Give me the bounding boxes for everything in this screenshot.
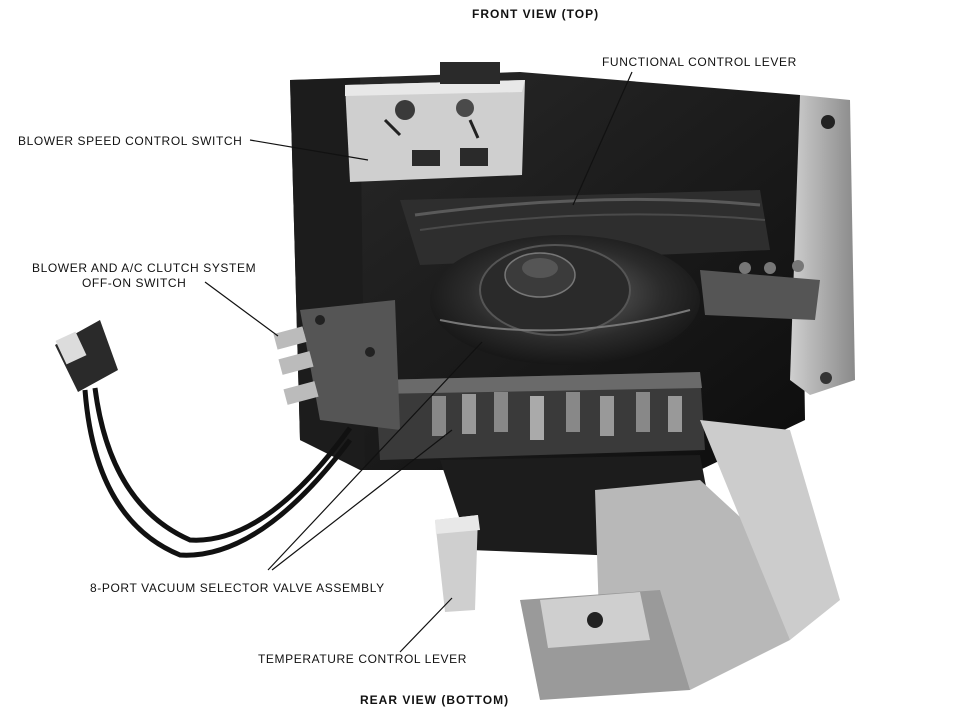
leader-blower-speed-switch <box>249 139 369 161</box>
rear-view-title: REAR VIEW (BOTTOM) <box>360 693 510 707</box>
leader-vacuum-valve-a <box>267 341 483 571</box>
leader-vacuum-valve-b <box>271 429 453 571</box>
vacuum-selector-valve-label: 8-PORT VACUUM SELECTOR VALVE ASSEMBLY <box>90 581 385 595</box>
leader-temperature-lever <box>399 597 453 653</box>
vacuum-selector-dial <box>430 235 700 365</box>
wire-harness <box>55 320 353 558</box>
valve-block <box>375 372 705 460</box>
leader-functional-control-lever <box>572 71 633 206</box>
temperature-control-lever-label: TEMPERATURE CONTROL LEVER <box>258 652 468 666</box>
blower-speed-control-switch-label: BLOWER SPEED CONTROL SWITCH <box>18 134 243 148</box>
blower-speed-switch-part <box>345 62 525 182</box>
lower-section <box>435 420 840 700</box>
clutch-switch-label-line1: BLOWER AND A/C CLUTCH SYSTEM <box>32 261 257 275</box>
clutch-switch-label-line2: OFF-ON SWITCH <box>82 276 187 290</box>
off-on-switch-part <box>273 300 400 430</box>
right-mounting-bracket <box>700 95 855 395</box>
leader-off-on-switch <box>204 281 279 337</box>
functional-control-lever-label: FUNCTIONAL CONTROL LEVER <box>602 55 797 69</box>
front-view-title: FRONT VIEW (TOP) <box>472 7 600 21</box>
